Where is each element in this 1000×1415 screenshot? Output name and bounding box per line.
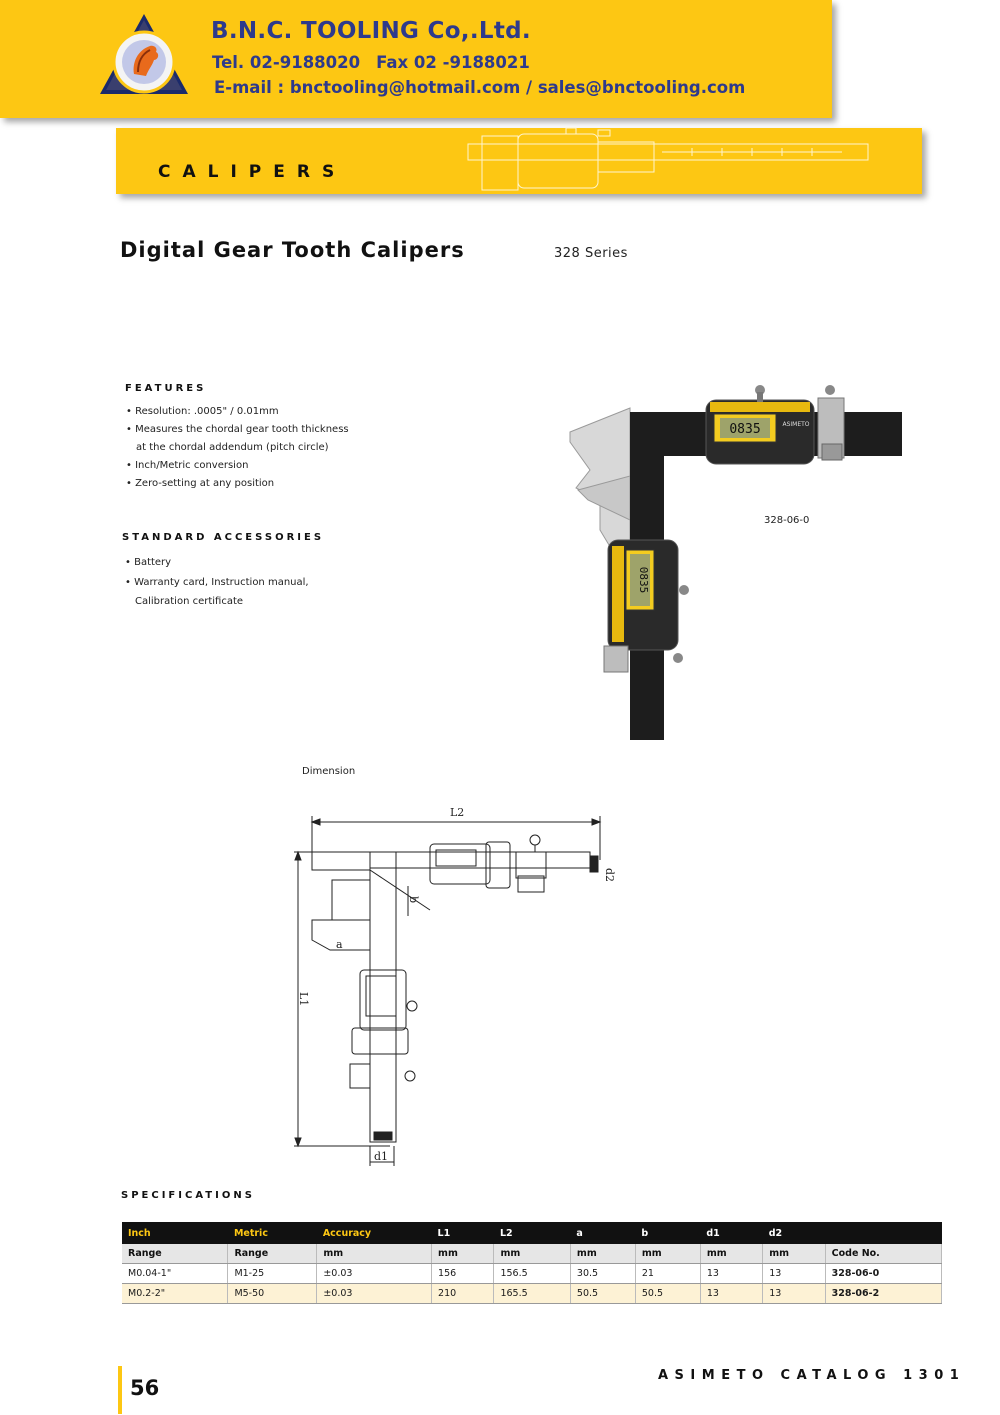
dim-d2: d2	[603, 868, 616, 882]
units-cell: mm	[700, 1244, 764, 1264]
page-number-bar	[118, 1366, 122, 1414]
units-cell: Code No.	[825, 1244, 943, 1264]
dim-L2: L2	[450, 806, 464, 819]
table-row: M0.2-2" M5-50 ±0.03 210 165.5 50.5 50.5 …	[122, 1283, 943, 1304]
table-cell: ±0.03	[316, 1263, 433, 1284]
header-cell: d2	[762, 1222, 826, 1244]
dimension-drawing: L2 d2 a b L1 d1	[294, 806, 616, 1166]
dim-L1: L1	[297, 992, 310, 1006]
dim-b: b	[407, 896, 420, 903]
units-cell: Range	[122, 1244, 229, 1264]
header-cell: L1	[431, 1222, 494, 1244]
accessories-heading: STANDARD ACCESSORIES	[122, 532, 325, 543]
header-cell: Metric	[227, 1222, 317, 1244]
table-cell: 156.5	[493, 1263, 571, 1284]
page-number: 56	[130, 1376, 160, 1400]
units-cell: mm	[635, 1244, 701, 1264]
header-cell	[825, 1222, 942, 1244]
table-cell: 50.5	[570, 1283, 636, 1304]
table-cell: 13	[762, 1263, 826, 1284]
dimension-label: Dimension	[302, 766, 356, 777]
table-header-row: Inch Metric Accuracy L1 L2 a b d1 d2	[122, 1222, 942, 1244]
features-list: • Resolution: .0005" / 0.01mm • Measures…	[126, 403, 426, 493]
horse-head-logo	[100, 14, 188, 94]
accessory-item: • Battery	[125, 557, 172, 568]
model-label: 328-06-0	[764, 515, 810, 526]
units-cell: mm	[493, 1244, 571, 1264]
table-cell: M0.2-2"	[122, 1283, 229, 1304]
feature-item: at the chordal addendum (pitch circle)	[136, 442, 329, 453]
units-cell: mm	[431, 1244, 495, 1264]
top-display-reading: 0835	[729, 422, 760, 437]
table-cell: 30.5	[570, 1263, 636, 1284]
accessories-list: • Battery • Warranty card, Instruction m…	[125, 553, 425, 612]
table-cell: 21	[635, 1263, 701, 1284]
header-cell: a	[570, 1222, 636, 1244]
table-cell: 210	[431, 1283, 495, 1304]
contact-email[interactable]: E-mail : bnctooling@hotmail.com / sales@…	[214, 78, 746, 97]
section-title: CALIPERS	[158, 162, 347, 182]
units-cell: Range	[227, 1244, 318, 1264]
table-cell: 13	[700, 1283, 764, 1304]
table-row: M0.04-1" M1-25 ±0.03 156 156.5 30.5 21 1…	[122, 1263, 943, 1284]
dim-a: a	[336, 938, 343, 951]
specifications-table: Inch Metric Accuracy L1 L2 a b d1 d2 Ran…	[122, 1222, 943, 1304]
units-cell: mm	[762, 1244, 826, 1264]
table-cell: 165.5	[493, 1283, 571, 1304]
side-display-reading: 0835	[637, 567, 650, 594]
feature-item: • Resolution: .0005" / 0.01mm	[126, 406, 279, 417]
feature-item: • Inch/Metric conversion	[126, 460, 249, 471]
specifications-heading: SPECIFICATIONS	[121, 1190, 255, 1201]
header-cell: L2	[493, 1222, 571, 1244]
features-heading: FEATURES	[125, 383, 207, 394]
header-cell: b	[635, 1222, 701, 1244]
units-cell: mm	[570, 1244, 636, 1264]
table-cell: M0.04-1"	[122, 1263, 229, 1284]
fax-text: Fax 02 -9188021	[376, 53, 530, 72]
section-band	[116, 128, 922, 194]
table-cell: 13	[762, 1283, 826, 1304]
table-cell: ±0.03	[316, 1283, 433, 1304]
feature-item: • Zero-setting at any position	[126, 478, 275, 489]
code-cell: 328-06-2	[825, 1283, 943, 1304]
header-cell: d1	[700, 1222, 763, 1244]
accessory-item: • Warranty card, Instruction manual,	[125, 576, 309, 588]
tel-text: Tel. 02-9188020	[212, 53, 361, 72]
company-name: B.N.C. TOOLING Co,.Ltd.	[211, 18, 531, 44]
header-cell: Inch	[122, 1222, 228, 1244]
dim-d1: d1	[374, 1150, 388, 1163]
product-series: 328 Series	[554, 246, 628, 261]
code-cell: 328-06-0	[825, 1263, 943, 1284]
table-cell: 50.5	[635, 1283, 701, 1304]
units-cell: mm	[316, 1244, 433, 1264]
feature-item: • Measures the chordal gear tooth thickn…	[126, 424, 349, 435]
table-cell: 156	[431, 1263, 495, 1284]
header-cell: Accuracy	[316, 1222, 432, 1244]
table-cell: M5-50	[227, 1283, 318, 1304]
table-cell: 13	[700, 1263, 764, 1284]
accessory-item: Calibration certificate	[135, 596, 244, 607]
table-cell: M1-25	[227, 1263, 318, 1284]
brand-mark: ASIMETO	[782, 421, 809, 428]
table-units-row: Range Range mm mm mm mm mm mm mm Code No…	[122, 1244, 943, 1264]
caliper-outline-illustration	[467, 127, 869, 191]
catalog-footer: ASIMETO CATALOG 1301	[658, 1368, 966, 1383]
product-photo: 0835 ASIMETO 0835	[569, 385, 902, 740]
contact-phone: Tel. 02-9188020 Fax 02 -9188021	[212, 53, 530, 72]
product-title: Digital Gear Tooth Calipers	[120, 238, 465, 262]
